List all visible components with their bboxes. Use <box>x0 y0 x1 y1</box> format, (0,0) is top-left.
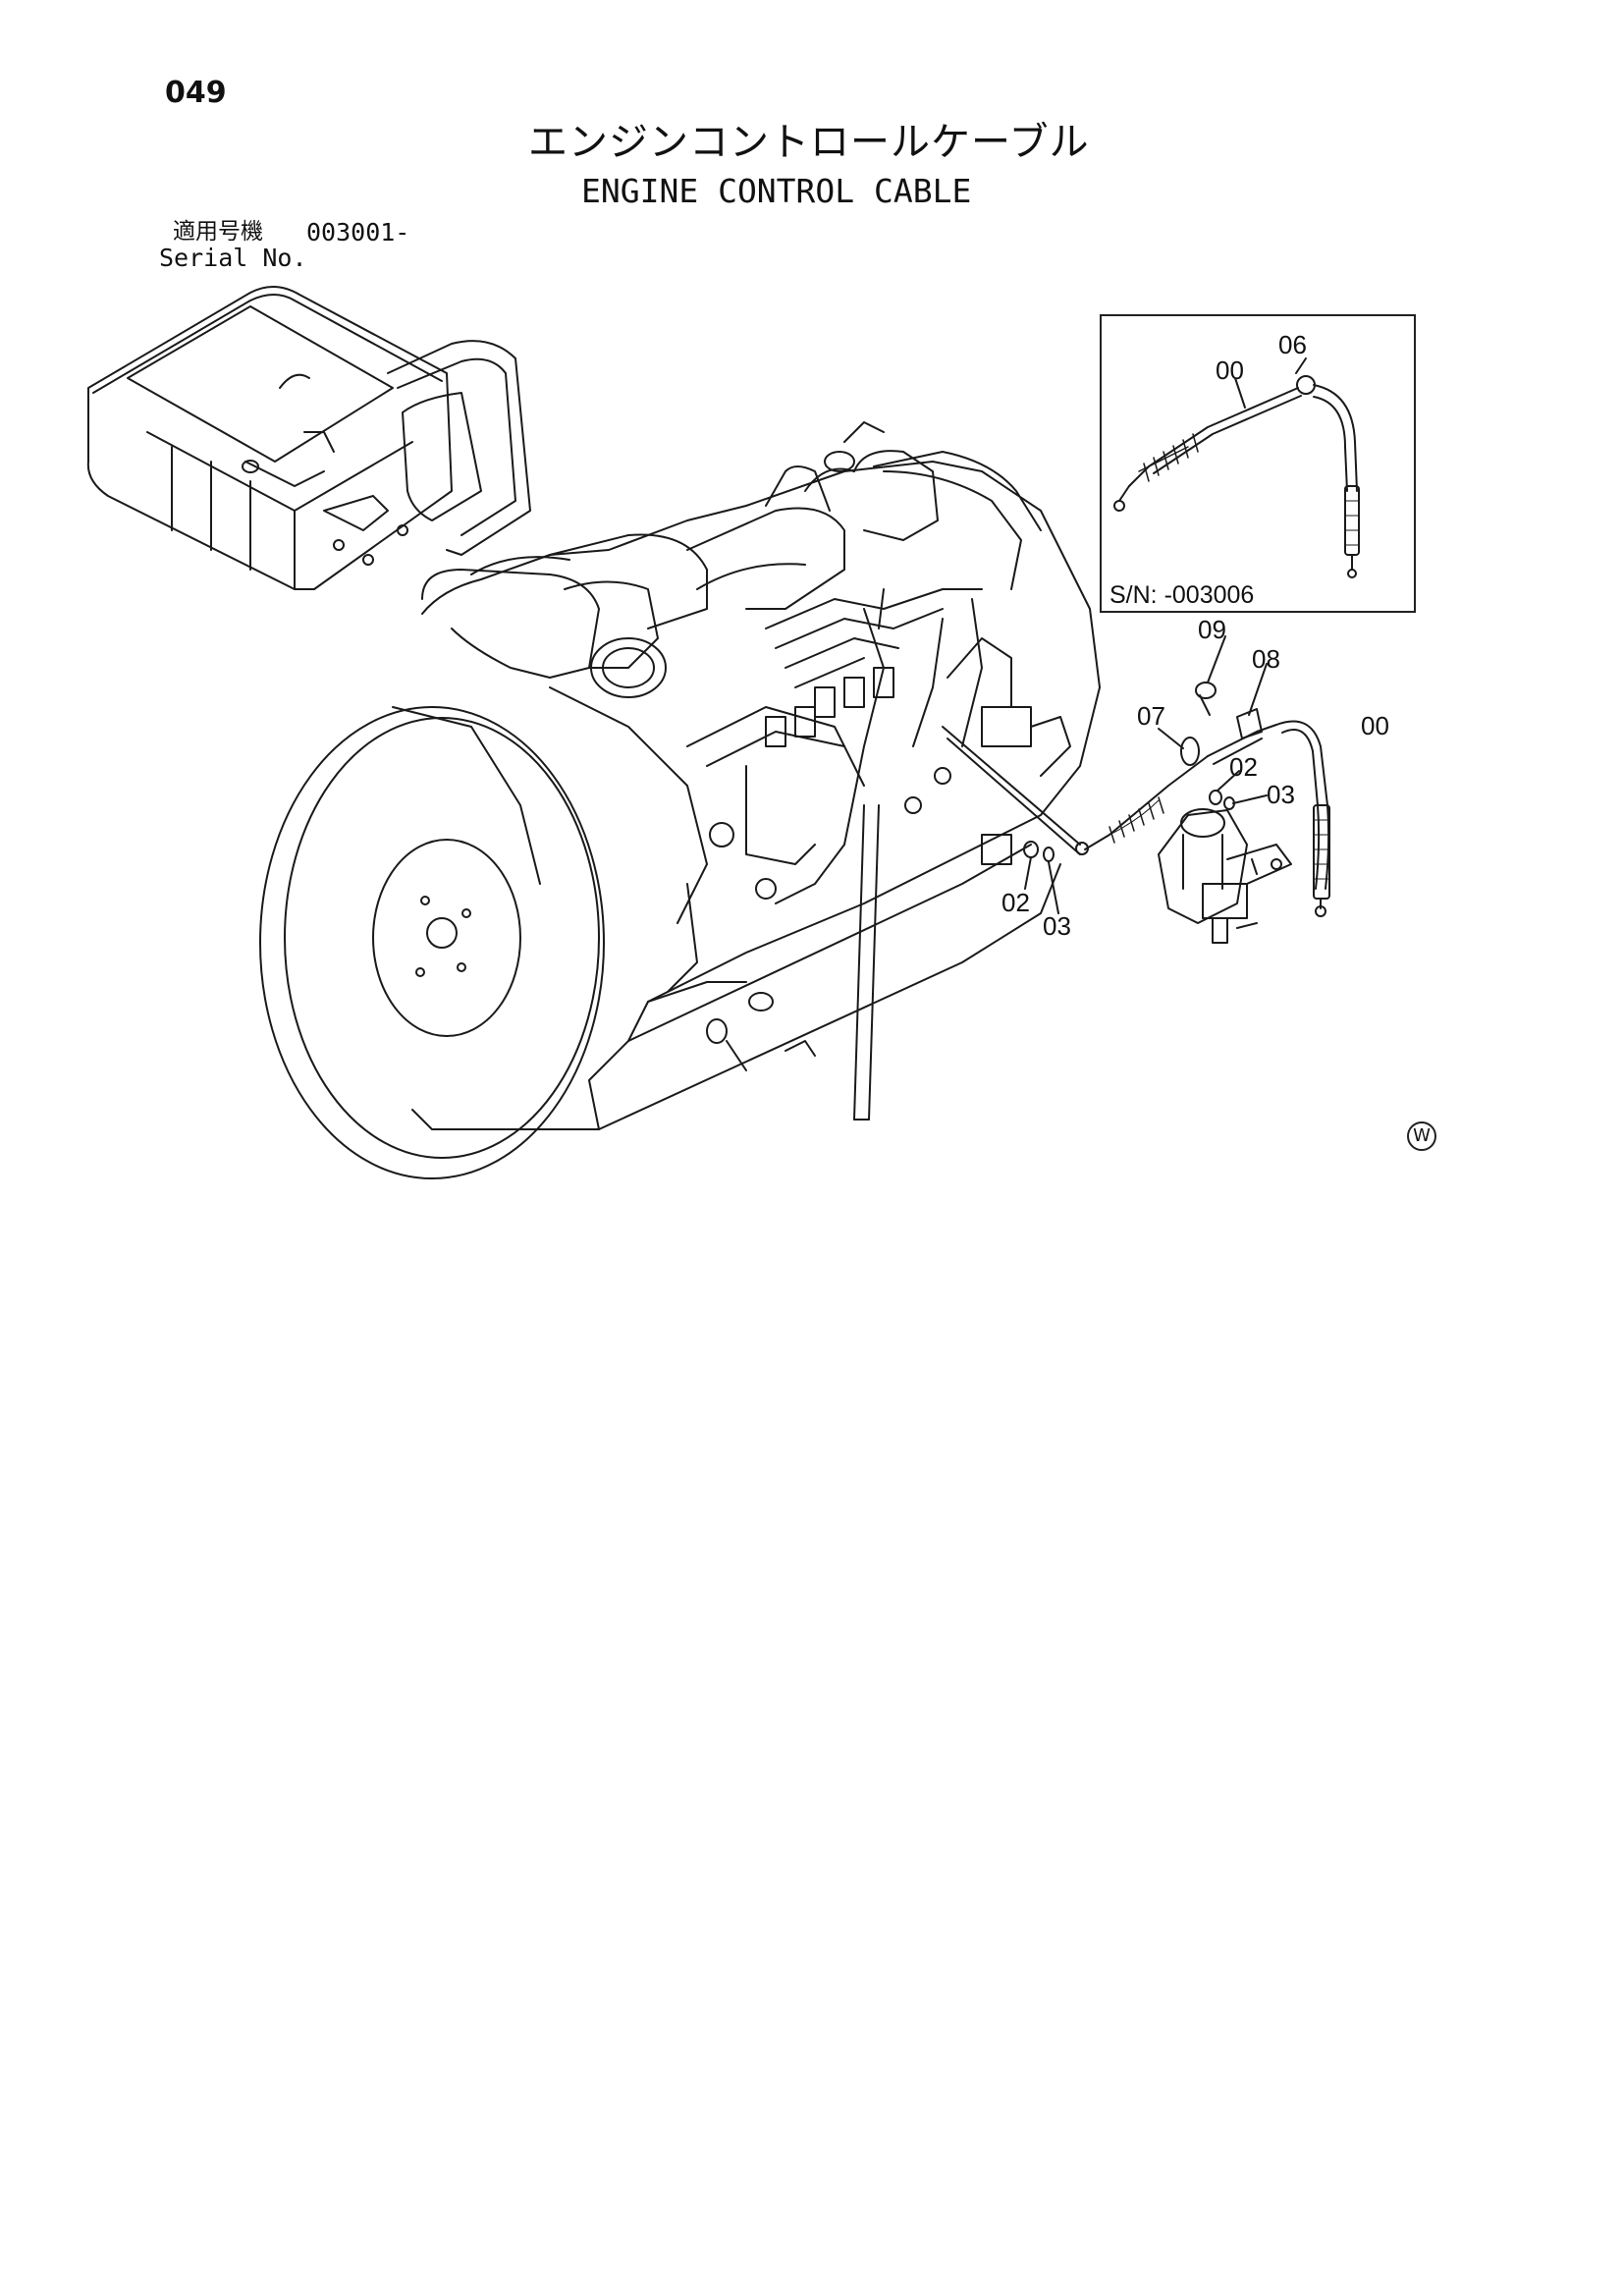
callout-03-right: 03 <box>1267 780 1295 809</box>
serial-value: 003001- <box>306 218 410 246</box>
page-number: 049 <box>165 76 227 110</box>
callout-07: 07 <box>1137 701 1165 731</box>
serial-label-japanese: 適用号機 <box>173 219 263 245</box>
nuts-washers <box>1023 770 1268 914</box>
governor-actuator <box>1158 808 1292 944</box>
engine-block <box>411 461 1101 1130</box>
title-english: ENGINE CONTROL CABLE <box>581 172 972 210</box>
w-marker: W <box>1407 1121 1436 1151</box>
serial-label-english: Serial No. <box>159 244 307 272</box>
title-japanese: エンジンコントロールケーブル <box>528 120 1090 165</box>
callout-03-left: 03 <box>1043 911 1071 941</box>
inset-serial-text: S/N: -003006 <box>1109 581 1255 609</box>
flywheel <box>259 706 605 1179</box>
callout-02-left: 02 <box>1001 888 1030 917</box>
intake-pipes <box>421 421 1042 698</box>
callout-00: 00 <box>1361 711 1389 740</box>
inset-box <box>1100 314 1416 613</box>
cable-bracket <box>1158 635 1268 766</box>
dipstick-tube <box>853 804 880 1121</box>
inset-callout-00: 00 <box>1216 355 1244 385</box>
callout-09: 09 <box>1198 615 1226 644</box>
control-cable-main <box>1084 720 1330 917</box>
inset-cable <box>1113 357 1360 578</box>
injection-lines <box>667 588 1071 993</box>
radiator-assembly <box>86 286 531 590</box>
inset-callout-06: 06 <box>1278 330 1307 359</box>
